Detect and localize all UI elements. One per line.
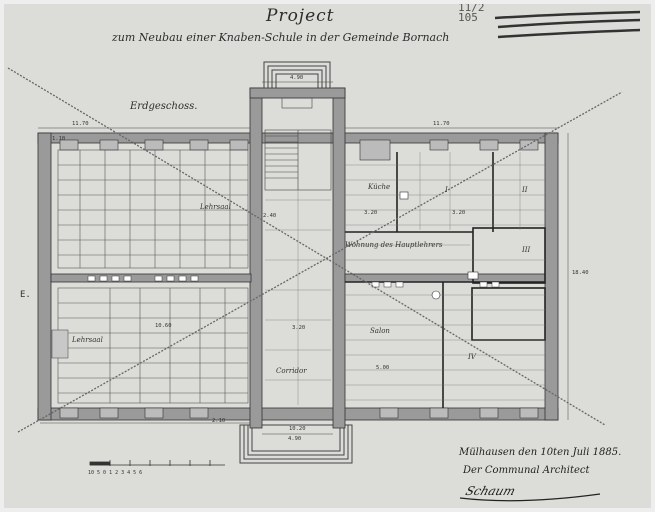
room-label-kitchen: Küche: [368, 183, 391, 191]
dim-side-left: 1.10: [52, 136, 66, 142]
dim-mid-top: 4.90: [290, 75, 304, 81]
dim-kitchen: 3.20: [364, 210, 378, 216]
place-date: Mülhausen den 10ten Juli 1885.: [459, 447, 622, 458]
architect-title: Der Communal Architect: [463, 465, 590, 476]
right-wing-floor: [345, 152, 545, 401]
corridor-floor: [265, 190, 331, 405]
dim-room: 3.20: [452, 210, 466, 216]
south-entrance-steps: [239, 424, 353, 464]
room-label-III: III: [522, 246, 531, 254]
signature-flourish: [459, 493, 601, 502]
dim-salon: 5.00: [376, 365, 390, 371]
ink-stripes-decoration: [494, 10, 641, 39]
archive-note: 11/2 105: [458, 1, 485, 24]
dim-bottom-left: 2.10: [212, 418, 226, 424]
room-label-I: I: [445, 186, 448, 194]
ventilation-boxes: [87, 275, 500, 288]
outer-walls: [37, 87, 559, 429]
staircase: [264, 97, 332, 191]
compass-label: E.: [20, 290, 31, 300]
classroom-bottom-grid: [51, 287, 249, 404]
plan-title: Project: [266, 6, 335, 26]
cancellation-cross: [7, 67, 623, 433]
dim-entry: 10.20: [289, 426, 306, 432]
room-label-IV: IV: [468, 353, 476, 361]
dim-top-left: 11.70: [72, 121, 89, 127]
dim-mid-bottom: 4.90: [288, 436, 302, 442]
scale-label: 10 5 0 1 2 3 4 5 6: [88, 470, 143, 476]
dim-classroom: 10.60: [155, 323, 172, 329]
dim-right-depth: 18.40: [572, 270, 589, 276]
room-label-corridor: Corridor: [276, 367, 307, 375]
room-label-classroom-bottom: Lehrsaal: [72, 336, 103, 344]
stove-markers: [399, 191, 479, 300]
floor-label: Erdgeschoss.: [130, 101, 198, 112]
architect-signature: Schaum: [463, 484, 518, 498]
dimension-lines: [38, 81, 569, 435]
window-piers: [59, 139, 539, 419]
dim-top-right: 11.70: [433, 121, 450, 127]
plan-subtitle: zum Neubau einer Knaben-Schule in der Ge…: [112, 31, 450, 44]
room-label-salon: Salon: [370, 327, 390, 335]
classroom-top-grid: [57, 149, 249, 269]
dim-stair: 2.40: [263, 213, 277, 219]
scale-bar: [89, 460, 225, 466]
room-label-classroom-top: Lehrsaal: [200, 203, 231, 211]
room-label-II: II: [522, 186, 528, 194]
dim-corridor: 3.20: [292, 325, 306, 331]
room-label-teacher-apartment: Wohnung des Hauptlehrers: [345, 241, 443, 249]
